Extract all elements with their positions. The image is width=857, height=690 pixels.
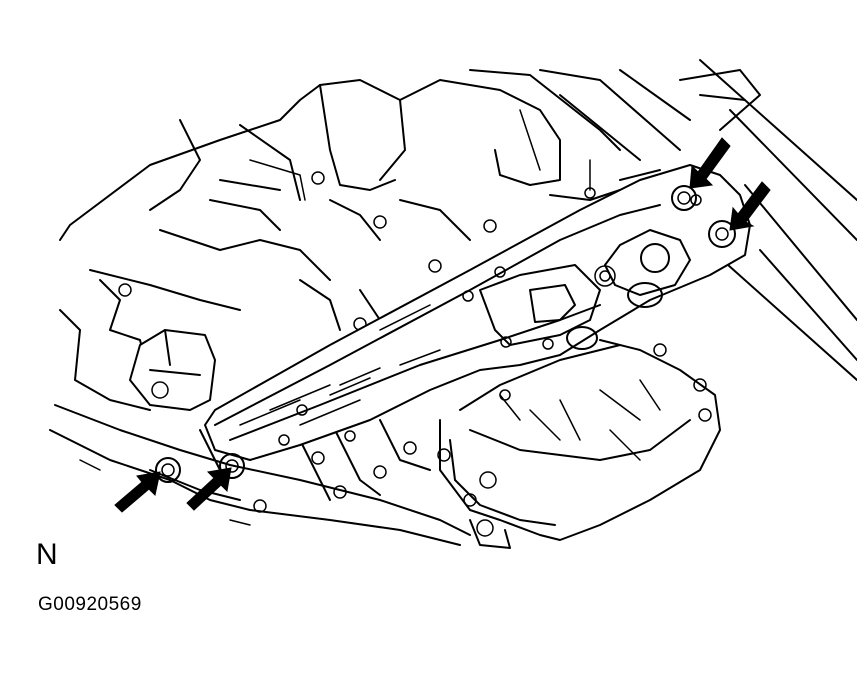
callout-arrows xyxy=(114,137,771,513)
bolt-front-right xyxy=(671,185,697,211)
view-direction-label: N xyxy=(36,538,58,571)
bolt-left-inner xyxy=(219,453,245,479)
figure-id-label: G00920569 xyxy=(38,594,142,615)
arrow-front-right-bolt xyxy=(689,137,731,189)
arrow-rear-right-bolt xyxy=(729,181,771,231)
oil-pan xyxy=(437,339,721,549)
left-mount-bracket xyxy=(129,329,216,411)
arrow-left-inner-bolt xyxy=(186,467,232,511)
engine-mounting-member xyxy=(155,164,751,483)
lower-subframe xyxy=(49,404,471,546)
arrow-left-outer-bolt xyxy=(114,471,161,513)
bolt-left-outer xyxy=(155,457,181,483)
bolt-rear-right xyxy=(708,220,736,248)
